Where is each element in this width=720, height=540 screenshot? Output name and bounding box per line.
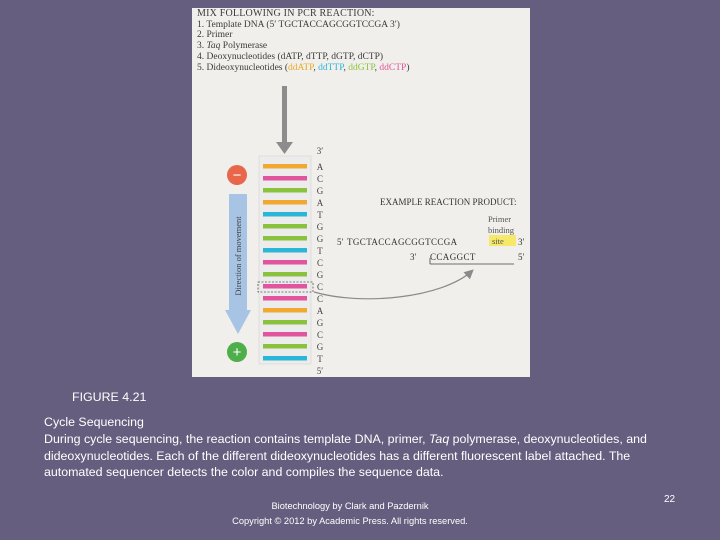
bottom-strand-sequence: CCAGGCT (430, 252, 476, 262)
gel-band (263, 164, 307, 169)
direction-label: Direction of movement (233, 216, 243, 296)
caption-title: Cycle Sequencing (44, 415, 144, 429)
cycle-sequencing-figure: MIX FOLLOWING IN PCR REACTION: 1. Templa… (192, 8, 530, 377)
example-reaction-product: EXAMPLE REACTION PRODUCT: Primer binding… (337, 197, 525, 265)
bottom-strand-suffix: 5′ (518, 252, 525, 262)
gel-band (263, 320, 307, 325)
instruction-item: 5. Dideoxynucleotides (ddATP, ddTTP, ddG… (197, 62, 410, 73)
gel-band (263, 356, 307, 361)
base-letter: A (317, 162, 324, 172)
primer-label-line1: Primer (488, 214, 511, 224)
base-letter: C (317, 174, 323, 184)
base-letter: G (317, 318, 324, 328)
base-letter: C (317, 282, 323, 292)
base-letter: A (317, 306, 324, 316)
base-letter: G (317, 270, 324, 280)
figure-number: FIGURE 4.21 (72, 390, 147, 404)
product-title: EXAMPLE REACTION PRODUCT: (380, 197, 517, 207)
bottom-strand-prefix: 3′ (410, 252, 417, 262)
gel-band (263, 332, 307, 337)
gel-band (263, 200, 307, 205)
svg-text:−: − (233, 167, 242, 184)
top-strand-sequence: TGCTACCAGCGGTCCGA (347, 237, 458, 247)
caption-body: During cycle sequencing, the reaction co… (44, 431, 647, 480)
base-letter: G (317, 186, 324, 196)
credit-line-1: Biotechnology by Clark and Pazdernik (271, 501, 429, 511)
negative-electrode-icon: − (227, 165, 247, 185)
instructions-heading: MIX FOLLOWING IN PCR REACTION: (197, 8, 375, 19)
top-strand-prefix: 5′ (337, 237, 344, 247)
gel-band (263, 260, 307, 265)
gel-band (263, 308, 307, 313)
base-letter: T (317, 246, 323, 256)
instruction-item: 3. Taq Polymerase (197, 41, 268, 52)
instruction-item: 1. Template DNA (5′ TGCTACCAGCGGTCCGA 3′… (197, 19, 400, 30)
base-letter: A (317, 198, 324, 208)
dd-nucleotide-label: ddATP (288, 62, 314, 73)
dd-nucleotide-label: ddGTP (348, 62, 375, 73)
highlighted-band-box (257, 281, 314, 293)
instruction-item: 2. Primer (197, 30, 233, 41)
gel-end-top: 3′ (317, 146, 324, 156)
base-letter: G (317, 222, 324, 232)
gel-band (263, 212, 307, 217)
mix-down-arrow (276, 86, 293, 154)
gel-band (263, 224, 307, 229)
base-letter: G (317, 342, 324, 352)
base-letter: G (317, 234, 324, 244)
credit-line-2: Copyright © 2012 by Academic Press. All … (232, 515, 468, 526)
gel-band (263, 248, 307, 253)
gel-band (263, 296, 307, 301)
base-letter: C (317, 258, 323, 268)
primer-label-line2: binding (488, 225, 515, 235)
base-letter: C (317, 330, 323, 340)
gel-end-bottom: 5′ (317, 366, 324, 376)
fragment-bands (263, 164, 307, 361)
gel-band (263, 188, 307, 193)
book-credit: Biotechnology by Clark and Pazdernik Cop… (190, 499, 510, 528)
base-letter: T (317, 210, 323, 220)
gel-band (263, 272, 307, 277)
instruction-item: 4. Deoxynucleotides (dATP, dTTP, dGTP, d… (197, 51, 384, 62)
gel-band (263, 236, 307, 241)
slide-page-number: 22 (664, 494, 676, 505)
base-letter: T (317, 354, 323, 364)
primer-site-label: site (492, 236, 504, 246)
svg-text:+: + (233, 344, 242, 361)
gel-band (263, 284, 307, 289)
top-strand-suffix: 3′ (518, 237, 525, 247)
gel-band (263, 344, 307, 349)
dd-nucleotide-label: ddCTP (379, 62, 407, 73)
gel-band (263, 176, 307, 181)
primer-site-highlight (489, 235, 516, 246)
direction-of-movement-arrow: Direction of movement (225, 194, 251, 334)
dd-nucleotide-label: ddTTP (318, 62, 344, 73)
reaction-mix-instructions: MIX FOLLOWING IN PCR REACTION: 1. Templa… (197, 8, 410, 73)
gel-diagram: Direction of movement − + 3′ ACGATGGTCGC… (225, 86, 525, 376)
positive-electrode-icon: + (227, 342, 247, 362)
product-arrow (313, 269, 474, 300)
figure-caption: FIGURE 4.21 Cycle Sequencing During cycl… (44, 390, 684, 481)
base-letter: C (317, 294, 323, 304)
